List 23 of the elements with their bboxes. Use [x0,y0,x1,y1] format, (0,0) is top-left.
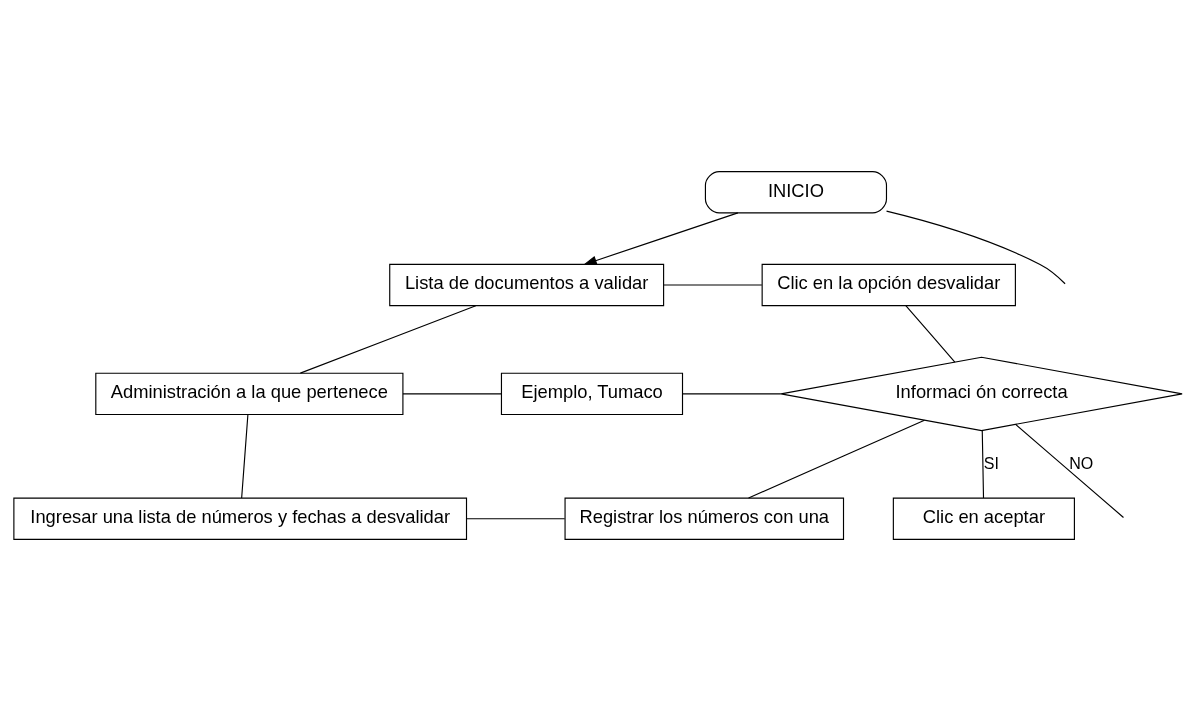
node-diamond: Informaci ón correcta [780,356,1183,431]
connector [748,419,926,499]
node-box: Registrar los números con una [564,497,845,540]
node-box: INICIO [704,170,888,213]
node-box: Lista de documentos a validar [389,263,665,306]
arrow [583,211,739,265]
connector [402,392,502,394]
connector [299,304,477,374]
edge-label: NO [1069,453,1094,472]
connector [885,210,1066,284]
connector [241,413,249,499]
node-box: Clic en aceptar [892,497,1075,540]
node-box: Clic en la opción desvalidar [761,263,1016,306]
node-box: Ingresar una lista de números y fechas a desvalidar [13,497,468,540]
node-box: Administración a la que pertenece [95,372,404,415]
connector [905,304,956,363]
connector [981,429,985,498]
node-box: Ejemplo, Tumaco [500,372,684,415]
connector [663,283,763,286]
edge-label: SI [983,453,999,472]
connector [466,517,566,519]
connector [1015,423,1125,518]
connector [681,392,782,394]
